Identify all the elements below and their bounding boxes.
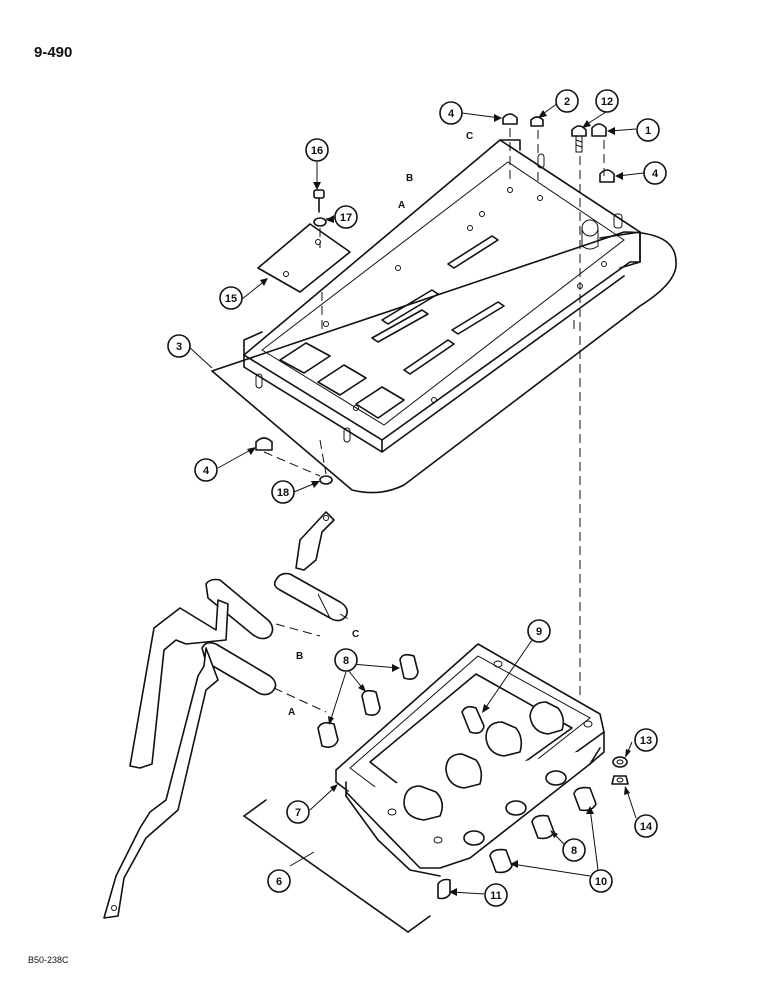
callout-6: 6 bbox=[267, 869, 291, 893]
page-number: 9-490 bbox=[34, 44, 73, 61]
callout-16: 16 bbox=[305, 138, 329, 162]
svg-text:8: 8 bbox=[571, 845, 577, 857]
svg-text:1: 1 bbox=[645, 125, 651, 137]
slot-letter-b-low: B bbox=[296, 651, 303, 662]
svg-text:8: 8 bbox=[343, 655, 349, 667]
svg-text:13: 13 bbox=[640, 735, 652, 747]
callout-4-top: 4 bbox=[439, 101, 463, 125]
svg-text:3: 3 bbox=[176, 341, 182, 353]
svg-text:14: 14 bbox=[640, 821, 653, 833]
callout-12: 12 bbox=[595, 89, 619, 113]
shift-housing bbox=[335, 643, 605, 877]
cover-plate bbox=[257, 223, 351, 293]
callout-15: 15 bbox=[219, 286, 243, 310]
svg-text:11: 11 bbox=[490, 890, 502, 902]
svg-text:17: 17 bbox=[340, 212, 352, 224]
caps-and-bolt bbox=[255, 113, 615, 700]
callout-9: 9 bbox=[527, 619, 551, 643]
slot-letter-c-top: C bbox=[466, 131, 473, 142]
gate-plate bbox=[211, 139, 677, 494]
svg-text:2: 2 bbox=[564, 96, 570, 108]
callout-2: 2 bbox=[555, 89, 579, 113]
plugs-and-washers bbox=[437, 756, 629, 900]
callout-17: 17 bbox=[334, 205, 358, 229]
svg-text:10: 10 bbox=[595, 876, 607, 888]
bushings-8 bbox=[317, 653, 419, 748]
svg-text:15: 15 bbox=[225, 293, 237, 305]
figure-id: B50-238C bbox=[28, 955, 69, 965]
callout-18: 18 bbox=[271, 480, 295, 504]
shift-levers bbox=[103, 511, 351, 919]
slot-letter-a-low: A bbox=[288, 707, 295, 718]
screw-16 bbox=[313, 189, 327, 330]
svg-text:7: 7 bbox=[295, 807, 301, 819]
callout-1: 1 bbox=[636, 118, 660, 142]
svg-text:16: 16 bbox=[311, 145, 323, 157]
slot-letter-a-top: A bbox=[398, 200, 405, 211]
svg-text:4: 4 bbox=[448, 108, 455, 120]
svg-text:9: 9 bbox=[536, 626, 542, 638]
slot-letter-c-low: C bbox=[352, 629, 359, 640]
callout-11: 11 bbox=[484, 883, 508, 907]
callout-8-upper: 8 bbox=[334, 648, 358, 672]
callout-13: 13 bbox=[634, 728, 658, 752]
assembly-bracket-6 bbox=[243, 799, 431, 933]
callout-7: 7 bbox=[286, 800, 310, 824]
svg-text:12: 12 bbox=[601, 96, 613, 108]
svg-text:4: 4 bbox=[652, 168, 659, 180]
callout-8-lower: 8 bbox=[562, 838, 586, 862]
slot-letter-b-top: B bbox=[406, 173, 413, 184]
callout-14: 14 bbox=[634, 814, 658, 838]
leader-lines bbox=[187, 102, 645, 896]
svg-text:4: 4 bbox=[203, 465, 210, 477]
callout-3: 3 bbox=[167, 334, 191, 358]
callout-4-right: 4 bbox=[643, 161, 667, 185]
svg-text:18: 18 bbox=[277, 487, 289, 499]
callout-4-left: 4 bbox=[194, 458, 218, 482]
callout-10: 10 bbox=[589, 869, 613, 893]
svg-text:6: 6 bbox=[276, 876, 282, 888]
